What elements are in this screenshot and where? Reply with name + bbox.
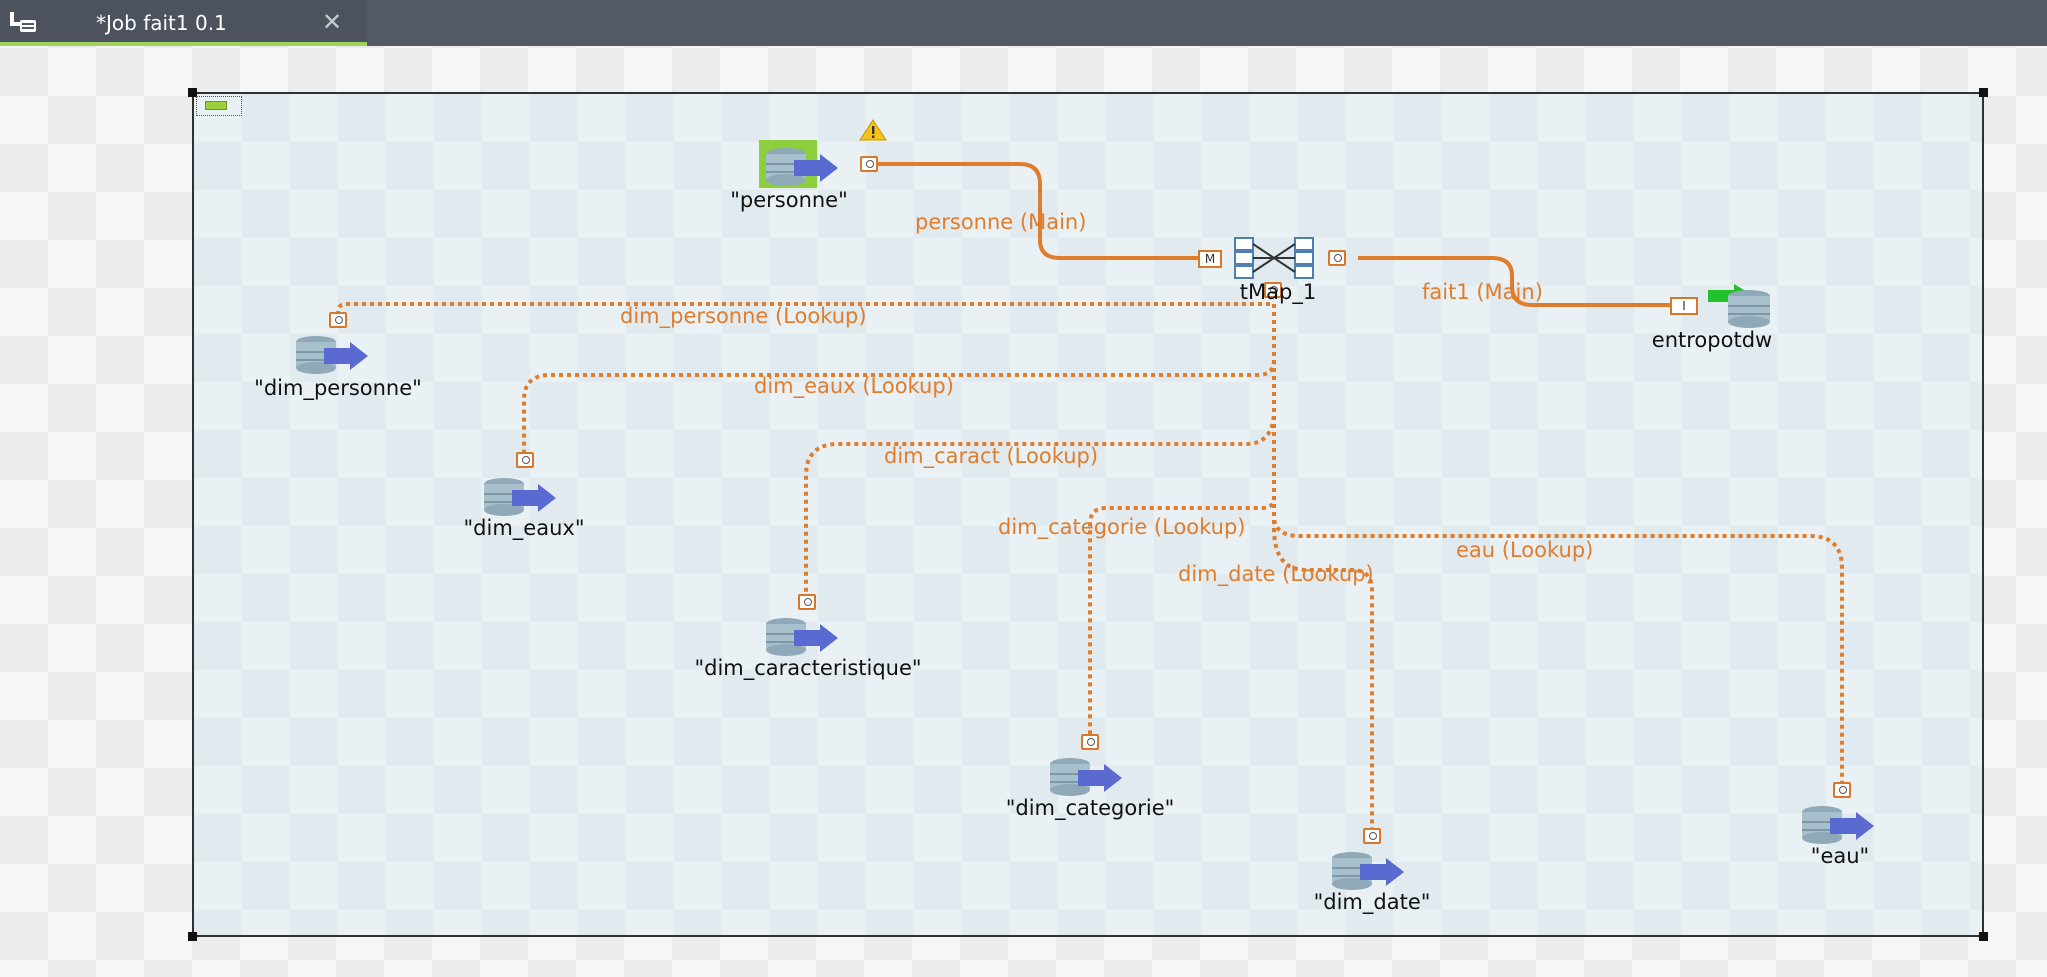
component-label-dim-caracteristique: "dim_caracteristique" — [694, 656, 922, 680]
link-label-dim-categorie[interactable]: dim_categorie (Lookup) — [998, 515, 1246, 539]
tmap-icon[interactable] — [1233, 236, 1323, 280]
selection-handle[interactable] — [1979, 932, 1988, 941]
port-main-input-tmap[interactable]: M — [1198, 250, 1222, 268]
database-input-icon[interactable] — [1798, 804, 1880, 848]
port-lookup-tmap[interactable] — [1264, 282, 1282, 298]
job-designer-icon — [10, 12, 36, 32]
port-output-personne[interactable] — [860, 156, 878, 172]
link-label-dim-personne[interactable]: dim_personne (Lookup) — [620, 304, 867, 328]
port-output-dim-date[interactable] — [1363, 828, 1381, 844]
tab-title: *Job fait1 0.1 — [96, 11, 227, 35]
link-label-eau[interactable]: eau (Lookup) — [1456, 538, 1594, 562]
component-label-eau: "eau" — [1810, 844, 1870, 868]
component-label-tmap: tMap_1 — [1239, 280, 1317, 304]
selection-handle[interactable] — [188, 932, 197, 941]
database-input-icon[interactable] — [480, 476, 562, 520]
component-label-dim-date: "dim_date" — [1313, 890, 1431, 914]
port-main-input-entropotdw[interactable]: I — [1670, 297, 1698, 315]
subjob-collapse-button[interactable] — [196, 96, 242, 116]
database-input-icon[interactable] — [292, 334, 374, 378]
close-icon[interactable]: ✕ — [322, 8, 343, 36]
port-output-eau[interactable] — [1833, 782, 1851, 798]
database-input-icon[interactable] — [1046, 756, 1128, 800]
link-label-dim-caract[interactable]: dim_caract (Lookup) — [884, 444, 1099, 468]
port-output-tmap[interactable] — [1328, 250, 1346, 266]
editor-title-bar: *Job fait1 0.1 ✕ — [0, 0, 2047, 46]
component-label-dim-personne: "dim_personne" — [254, 376, 422, 400]
link-label-dim-date[interactable]: dim_date (Lookup) — [1178, 562, 1374, 586]
warning-icon[interactable] — [858, 118, 888, 142]
component-label-dim-categorie: "dim_categorie" — [1005, 796, 1175, 820]
port-output-dim-personne[interactable] — [329, 312, 347, 328]
link-label-dim-eaux[interactable]: dim_eaux (Lookup) — [754, 374, 954, 398]
selection-handle[interactable] — [188, 88, 197, 97]
selection-handle[interactable] — [1979, 88, 1988, 97]
component-label-dim-eaux: "dim_eaux" — [463, 516, 585, 540]
component-label-entropotdw: entropotdw — [1651, 328, 1773, 352]
port-output-dim-categorie[interactable] — [1081, 734, 1099, 750]
database-input-icon[interactable] — [762, 616, 844, 660]
port-output-dim-eaux[interactable] — [516, 452, 534, 468]
database-input-icon[interactable] — [1328, 850, 1410, 894]
component-label-personne: "personne" — [730, 188, 848, 212]
link-label-fait1-main[interactable]: fait1 (Main) — [1422, 280, 1543, 304]
database-output-icon[interactable] — [1724, 288, 1774, 332]
database-input-icon[interactable] — [762, 146, 844, 190]
port-output-dim-caracteristique[interactable] — [798, 594, 816, 610]
tab-job-fait1[interactable]: *Job fait1 0.1 ✕ — [0, 0, 367, 46]
link-label-personne-main[interactable]: personne (Main) — [915, 210, 1087, 234]
